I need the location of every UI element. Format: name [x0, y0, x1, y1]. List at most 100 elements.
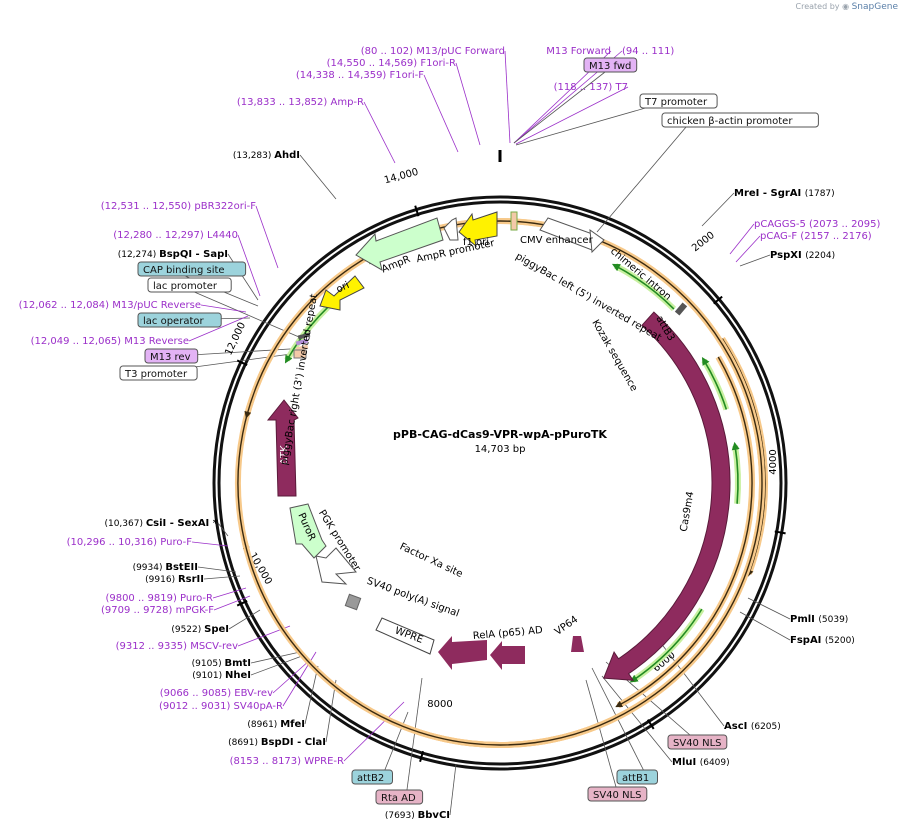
- primer-label[interactable]: (14,550 .. 14,569) F1ori-R: [327, 58, 456, 69]
- primer-label[interactable]: (9012 .. 9031) SV40pA-R: [159, 701, 283, 712]
- enzyme-label[interactable]: MluI (6409): [672, 757, 730, 768]
- feature-box[interactable]: [583, 57, 638, 73]
- feature-box-label: T7 promoter: [644, 97, 708, 108]
- enzyme-label[interactable]: (9105) BmtI: [192, 658, 251, 669]
- label-connector: [585, 679, 619, 795]
- label-connector: [405, 677, 423, 798]
- primer-label[interactable]: M13 Forward: [546, 46, 611, 57]
- primer-label[interactable]: (118 .. 137) T7: [554, 82, 628, 93]
- enzyme-label[interactable]: PmlI (5039): [790, 614, 848, 625]
- primer-label[interactable]: (13,833 .. 13,852) Amp-R: [237, 97, 364, 108]
- feature-box[interactable]: [667, 734, 728, 750]
- primer-label[interactable]: (10,296 .. 10,316) Puro-F: [67, 537, 193, 548]
- enzyme-label[interactable]: (8691) BspDI - ClaI: [228, 737, 326, 748]
- primer-label[interactable]: (12,531 .. 12,550) pBR322ori-F: [101, 201, 257, 212]
- label-connector: [217, 522, 229, 537]
- label-connector: [197, 566, 237, 573]
- ring-tick: [646, 719, 655, 730]
- feature-box-label: M13 rev: [150, 352, 191, 363]
- label-connector: [739, 611, 791, 641]
- primer-label[interactable]: (9800 .. 9819) Puro-R: [105, 593, 213, 604]
- enzyme-label[interactable]: (10,367) CsiI - SexAI *: [104, 518, 218, 529]
- feature-label: f1 ori: [463, 237, 489, 248]
- primer-label[interactable]: (12,049 .. 12,065) M13 Reverse: [31, 336, 189, 347]
- primer-label[interactable]: (9066 .. 9085) EBV-rev: [160, 688, 273, 699]
- feature-label: Cas9m4: [679, 491, 697, 533]
- backbone-inner: [217, 200, 783, 766]
- feature-box[interactable]: [616, 769, 658, 785]
- label-connector: [747, 597, 791, 620]
- primer-label[interactable]: (94 .. 111): [622, 46, 674, 57]
- credit-brand: SnapGene: [851, 2, 898, 12]
- enzyme-label[interactable]: FspAI (5200): [790, 635, 855, 646]
- ring-tick-label: 4000: [768, 449, 779, 474]
- enzyme-label[interactable]: (9916) RsrII: [145, 574, 204, 585]
- puror-arrow[interactable]: [289, 503, 327, 559]
- pgk-promoter-arrow[interactable]: [315, 547, 357, 585]
- sv40polya-arrow[interactable]: [438, 636, 487, 670]
- feature-box[interactable]: [119, 365, 198, 381]
- wpre-shape[interactable]: [375, 617, 435, 655]
- ring-tick: [236, 359, 248, 366]
- primer-label[interactable]: (9709 .. 9728) mPGK-F: [101, 605, 214, 616]
- feature-label: CMV enhancer: [520, 235, 594, 246]
- orf-arc: [731, 441, 740, 504]
- orf-arc: [701, 356, 728, 410]
- rela-arrow[interactable]: [490, 641, 525, 670]
- label-connector: [601, 675, 673, 763]
- feature-box[interactable]: [144, 348, 199, 364]
- feature-box[interactable]: [137, 312, 222, 328]
- enzyme-label[interactable]: (9522) SpeI: [171, 624, 229, 635]
- feature-box[interactable]: [639, 93, 718, 109]
- feature-label: ori: [335, 280, 351, 295]
- label-connector: [591, 667, 648, 778]
- primer-label[interactable]: pCAG-F (2157 .. 2176): [760, 231, 872, 242]
- ampr-arrow[interactable]: [355, 217, 444, 272]
- ampr-promoter-arrow[interactable]: [443, 217, 459, 241]
- attb3-box: [674, 302, 688, 316]
- primer-label[interactable]: (12,062 .. 12,084) M13/pUC Reverse: [19, 300, 201, 311]
- enzyme-label[interactable]: AscI (6205): [724, 721, 781, 732]
- credit-prefix: Created by: [795, 2, 840, 11]
- feature-box-label: attB1: [622, 773, 649, 784]
- label-connector: [515, 86, 629, 145]
- primer-label[interactable]: (9312 .. 9335) MSCV-rev: [116, 641, 238, 652]
- label-connector: [213, 595, 251, 611]
- enzyme-label[interactable]: (8961) MfeI: [247, 719, 305, 730]
- feature-box[interactable]: [661, 112, 819, 128]
- feature-box-label: CAP binding site: [143, 265, 225, 276]
- label-connector: [739, 254, 771, 267]
- primer-label[interactable]: (80 .. 102) M13/pUC Forward: [361, 46, 505, 57]
- enzyme-label[interactable]: (7693) BbvCI: [385, 810, 450, 821]
- label-connector: [250, 651, 301, 664]
- orf-arc: [611, 263, 675, 310]
- primer-label[interactable]: (14,338 .. 14,359) F1ori-F: [296, 70, 424, 81]
- enzyme-label[interactable]: MreI - SgrAI (1787): [734, 188, 835, 199]
- label-connector: [299, 154, 337, 200]
- enzyme-label[interactable]: (9934) BstEII: [133, 562, 198, 573]
- feature-box[interactable]: [137, 261, 247, 277]
- label-connector: [325, 679, 337, 743]
- enzyme-label[interactable]: (12,274) BspQI - SapI: [118, 249, 228, 260]
- cas9m4-arrow[interactable]: [603, 311, 731, 681]
- feature-box[interactable]: [375, 789, 424, 805]
- primer-label[interactable]: (12,280 .. 12,297) L4440: [113, 230, 238, 241]
- feature-box[interactable]: [587, 786, 648, 802]
- ring-tick: [414, 205, 420, 217]
- primer-label[interactable]: (8153 .. 8173) WPRE-R: [230, 756, 344, 767]
- feature-box[interactable]: [147, 277, 232, 293]
- enzyme-label[interactable]: (13,283) AhdI: [233, 150, 300, 161]
- ori-arrow[interactable]: [319, 275, 365, 311]
- enzyme-label[interactable]: (9101) NheI: [192, 670, 251, 681]
- feature-box-label: lac operator: [143, 316, 204, 327]
- f1ori-arrow[interactable]: [458, 211, 498, 248]
- label-connector: [304, 665, 319, 725]
- dtk-arrow[interactable]: [266, 399, 299, 497]
- enzyme-label[interactable]: PspXI (2204): [770, 250, 835, 261]
- vp64-shape[interactable]: [571, 636, 584, 652]
- feature-box[interactable]: [351, 769, 393, 785]
- feature-box-label: M13 fwd: [589, 61, 631, 72]
- outer-labels: (80 .. 102) M13/pUC Forward(14,550 .. 14…: [19, 46, 881, 821]
- feature-label: Factor Xa site: [398, 541, 464, 580]
- primer-label[interactable]: pCAGGS-5 (2073 .. 2095): [754, 219, 881, 230]
